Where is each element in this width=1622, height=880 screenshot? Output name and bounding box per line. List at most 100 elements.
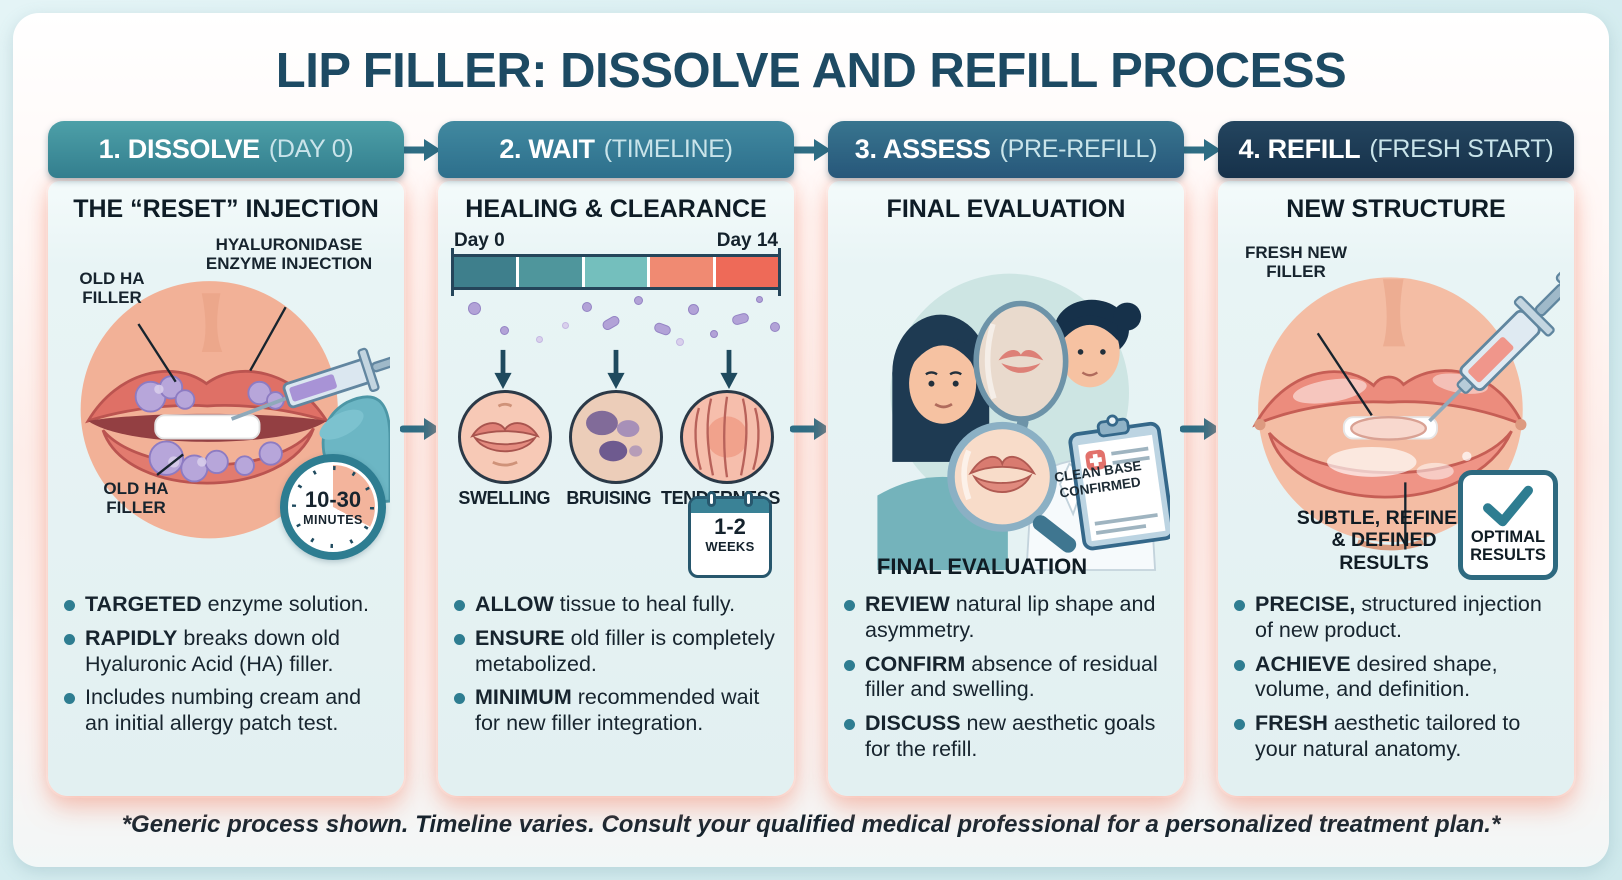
- bullet-item: ALLOW tissue to heal fully.: [454, 592, 778, 618]
- bullet-item: REVIEW natural lip shape and asymmetry.: [844, 592, 1168, 644]
- panel-wait-body: HEALING & CLEARANCE Day 0 Day 14: [438, 181, 794, 796]
- timer-unit: MINUTES: [303, 513, 363, 527]
- bullet-item: ENSURE old filler is completely metaboli…: [454, 626, 778, 678]
- evaluation-scene-art: [877, 273, 1170, 571]
- symptom-circles: [452, 390, 780, 484]
- bruising-label: BRUISING: [566, 488, 652, 508]
- panel-assess-body: FINAL EVALUATION: [828, 181, 1184, 796]
- panel-refill: 4. REFILL (FRESH START) NEW STRUCTURE: [1218, 121, 1574, 796]
- swelling-icon: [458, 390, 552, 484]
- bullet-item: CONFIRM absence of residual filler and s…: [844, 652, 1168, 704]
- bullet-dot-icon: [1234, 719, 1245, 731]
- bullet-dot-icon: [844, 659, 855, 671]
- panel-refill-header-label: 4. REFILL: [1238, 134, 1361, 164]
- timer-wedge: [291, 465, 375, 549]
- refill-illustration: FRESH NEW FILLER SUBTLE, REFINED & DEFIN…: [1232, 230, 1560, 582]
- calendar-value: 1-2: [714, 514, 746, 539]
- panel-wait-header: 2. WAIT (TIMELINE): [438, 121, 794, 178]
- timeline-day-labels: Day 0 Day 14: [452, 230, 780, 252]
- fresh-lips-art: [1252, 270, 1560, 551]
- refill-bullets: PRECISE, structured injection of new pro…: [1232, 592, 1560, 763]
- hyaluronidase-label: HYALURONIDASE ENZYME INJECTION: [205, 235, 373, 273]
- bullet-dot-icon: [1234, 659, 1245, 671]
- optimal-results-badge: OPTIMAL RESULTS: [1458, 470, 1558, 580]
- bullet-dot-icon: [454, 633, 465, 645]
- bullet-item: MINIMUM recommended wait for new filler …: [454, 685, 778, 737]
- bullet-dot-icon: [454, 600, 465, 611]
- down-arrow-icon: [607, 349, 625, 390]
- bullet-item: Includes numbing cream and an initial al…: [64, 685, 388, 737]
- panel-wait: 2. WAIT (TIMELINE) HEALING & CLEARANCE D…: [438, 121, 794, 796]
- flow-arrow-icon: [400, 139, 441, 161]
- bullet-item: RAPIDLY breaks down old Hyaluronic Acid …: [64, 626, 388, 678]
- panel-refill-subtitle: NEW STRUCTURE: [1286, 195, 1506, 223]
- assess-illustration: CLEAN BASE CONFIRMED FINAL EVALUATION: [842, 230, 1170, 582]
- panel-dissolve-header-label: 1. DISSOLVE: [98, 134, 261, 164]
- bullet-dot-icon: [454, 693, 465, 705]
- page-title: LIP FILLER: DISSOLVE AND REFILL PROCESS: [275, 44, 1347, 98]
- timeline-segment: [584, 257, 648, 287]
- wait-bullets: ALLOW tissue to heal fully. ENSURE old f…: [452, 592, 780, 737]
- flow-arrow-icon: [1180, 139, 1221, 161]
- timer-icon: 10-30 MINUTES: [280, 454, 386, 560]
- panel-dissolve: 1. DISSOLVE (DAY 0) THE “RESET” INJECTIO…: [48, 121, 404, 796]
- down-arrow-icon: [720, 349, 738, 390]
- panel-assess-header: 3. ASSESS (PRE-REFILL): [828, 121, 1184, 178]
- panel-assess-header-label: 3. ASSESS: [854, 134, 991, 164]
- bullet-dot-icon: [1234, 600, 1245, 611]
- bullet-dot-icon: [844, 719, 855, 731]
- optimal-results-text: OPTIMAL RESULTS: [1470, 528, 1546, 564]
- swelling-label: SWELLING: [458, 488, 551, 508]
- timeline-start-label: Day 0: [454, 230, 505, 251]
- panel-refill-header: 4. REFILL (FRESH START): [1218, 121, 1574, 178]
- bullet-item: ACHIEVE desired shape, volume, and defin…: [1234, 652, 1558, 704]
- panel-wait-header-suffix: (TIMELINE): [603, 135, 733, 163]
- enzyme-particles: [452, 296, 780, 348]
- panel-refill-header-suffix: (FRESH START): [1369, 135, 1554, 163]
- flow-arrow-icon: [1180, 418, 1221, 440]
- calendar-header: [691, 499, 769, 513]
- refined-results-caption: SUBTLE, REFINED & DEFINED RESULTS: [1296, 506, 1472, 574]
- dissolve-illustration: OLD HA FILLER HYALURONIDASE ENZYME INJEC…: [62, 230, 390, 582]
- final-evaluation-caption: FINAL EVALUATION: [876, 554, 1088, 579]
- flow-arrow-icon: [400, 418, 441, 440]
- bruising-icon: [569, 390, 663, 484]
- tenderness-icon: [680, 390, 774, 484]
- healing-timeline-bar: [451, 248, 781, 296]
- symptom-arrows: [452, 348, 780, 390]
- bullet-item: FRESH aesthetic tailored to your natural…: [1234, 711, 1558, 763]
- flow-gap-1: [400, 121, 441, 796]
- calendar-ring-icon: [744, 491, 753, 507]
- panel-assess: 3. ASSESS (PRE-REFILL) FINAL EVALUATION: [828, 121, 1184, 796]
- flow-arrow-icon: [790, 139, 831, 161]
- timeline-end-label: Day 14: [716, 230, 778, 251]
- panel-refill-body: NEW STRUCTURE: [1218, 181, 1574, 796]
- panel-dissolve-subtitle: THE “RESET” INJECTION: [73, 195, 379, 223]
- flow-gap-3: [1180, 121, 1221, 796]
- wait-illustration: Day 0 Day 14: [451, 230, 781, 582]
- panel-dissolve-header: 1. DISSOLVE (DAY 0): [48, 121, 404, 178]
- disclaimer-footer: *Generic process shown. Timeline varies.…: [121, 811, 1501, 838]
- bullet-dot-icon: [64, 633, 75, 645]
- panel-assess-header-suffix: (PRE-REFILL): [999, 135, 1158, 163]
- bullet-dot-icon: [844, 600, 855, 611]
- fresh-new-filler-label: FRESH NEW FILLER: [1245, 243, 1347, 281]
- timeline-segment: [454, 257, 517, 287]
- panel-dissolve-header-suffix: (DAY 0): [268, 135, 354, 163]
- calendar-icon: 1-2 WEEKS: [688, 491, 772, 578]
- dissolve-bullets: TARGETED enzyme solution. RAPIDLY breaks…: [62, 592, 390, 737]
- old-ha-filler-top-label: OLD HA FILLER: [79, 269, 145, 307]
- panel-wait-subtitle: HEALING & CLEARANCE: [465, 195, 767, 223]
- flow-gap-2: [790, 121, 831, 796]
- panel-assess-subtitle: FINAL EVALUATION: [886, 195, 1126, 223]
- bullet-item: DISCUSS new aesthetic goals for the refi…: [844, 711, 1168, 763]
- bullet-item: TARGETED enzyme solution.: [64, 592, 388, 618]
- checkmark-icon: [1483, 485, 1533, 527]
- timeline-segment: [715, 257, 779, 287]
- bullet-item: PRECISE, structured injection of new pro…: [1234, 592, 1558, 644]
- calendar-ring-icon: [707, 491, 716, 507]
- bullet-dot-icon: [64, 600, 75, 611]
- panel-wait-header-label: 2. WAIT: [499, 134, 595, 164]
- timer-ticks: [292, 466, 374, 548]
- panels-row: 1. DISSOLVE (DAY 0) THE “RESET” INJECTIO…: [46, 121, 1576, 796]
